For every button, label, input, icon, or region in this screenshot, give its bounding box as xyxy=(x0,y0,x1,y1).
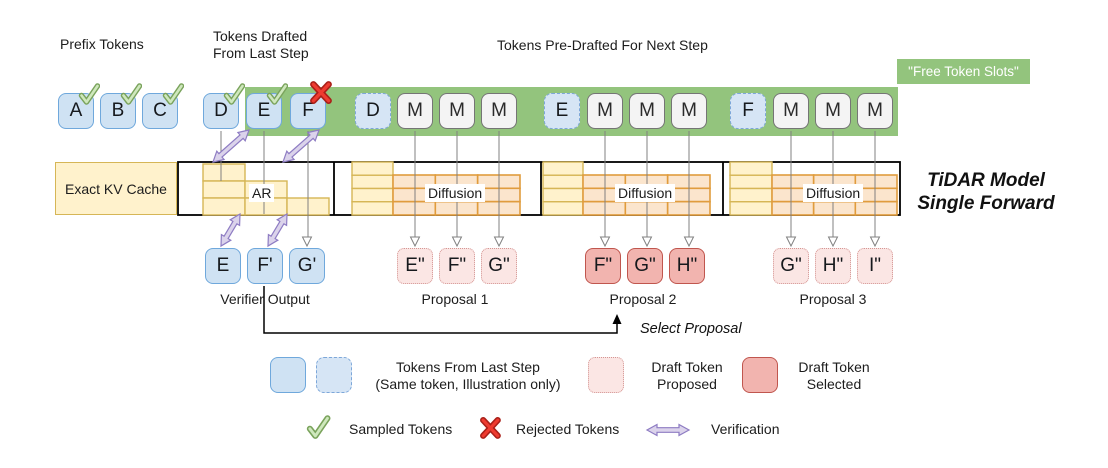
mask-token: M xyxy=(397,93,433,129)
diffusion-block-label-3: Diffusion xyxy=(803,184,864,202)
mask-token: M xyxy=(587,93,623,129)
predrafted-token-f: F xyxy=(730,93,766,129)
legend-proposed-box xyxy=(588,357,624,393)
verifier-token-g: G' xyxy=(289,248,325,284)
proposal3-token-h: H" xyxy=(815,248,851,284)
ar-block-label: AR xyxy=(249,184,275,202)
mask-token: M xyxy=(815,93,851,129)
predrafted-heading: Tokens Pre-Drafted For Next Step xyxy=(497,37,708,53)
legend-proposed-line2: Proposed xyxy=(657,376,717,392)
tokens-drafted-heading-line2: From Last Step xyxy=(213,45,309,61)
legend-last-step-text: Tokens From Last Step (Same token, Illus… xyxy=(352,359,584,393)
mask-token: M xyxy=(671,93,707,129)
legend-selected-box xyxy=(742,357,778,393)
prefix-token-a: A xyxy=(58,93,94,129)
legend-selected-line2: Selected xyxy=(806,376,862,392)
diffusion-block-label-1: Diffusion xyxy=(425,184,486,202)
mask-token: M xyxy=(773,93,809,129)
tokens-drafted-heading: Tokens Drafted From Last Step xyxy=(213,28,343,62)
legend-dashed-blue-box xyxy=(316,357,352,393)
mask-token: M xyxy=(439,93,475,129)
verifier-token-f: F' xyxy=(247,248,283,284)
proposal1-label: Proposal 1 xyxy=(421,291,489,307)
verifier-token-e: E xyxy=(205,248,241,284)
predrafted-token-e: E xyxy=(544,93,580,129)
prefix-tokens-heading: Prefix Tokens xyxy=(60,36,144,52)
model-title-line2: Single Forward xyxy=(917,193,1055,214)
drafted-token-f: F xyxy=(290,93,326,129)
tokens-drafted-heading-line1: Tokens Drafted xyxy=(213,28,308,44)
legend-last-step-line1: Tokens From Last Step xyxy=(396,359,540,375)
proposal2-token-f: F" xyxy=(585,248,621,284)
mask-token: M xyxy=(481,93,517,129)
drafted-token-d: D xyxy=(203,93,239,129)
legend-selected-text: Draft Token Selected xyxy=(779,359,889,393)
diffusion-block-label-2: Diffusion xyxy=(615,184,676,202)
proposal2-token-h: H" xyxy=(669,248,705,284)
model-title: TiDAR Model Single Forward xyxy=(905,169,1067,215)
proposal2-label: Proposal 2 xyxy=(609,291,677,307)
prefix-token-b: B xyxy=(100,93,136,129)
proposal3-token-i: I" xyxy=(857,248,893,284)
free-token-slots-label: "Free Token Slots" xyxy=(897,59,1030,84)
proposal2-token-g: G" xyxy=(627,248,663,284)
proposal1-token-f: F" xyxy=(439,248,475,284)
mask-token: M xyxy=(629,93,665,129)
legend-proposed-line1: Draft Token xyxy=(651,359,723,375)
legend-verification-text: Verification xyxy=(711,421,780,437)
check-icon xyxy=(306,415,331,440)
legend-solid-blue-box xyxy=(270,357,306,393)
select-proposal-label: Select Proposal xyxy=(640,321,742,337)
legend-proposed-text: Draft Token Proposed xyxy=(632,359,742,393)
proposal1-token-g: G" xyxy=(481,248,517,284)
proposal3-token-g: G" xyxy=(773,248,809,284)
drafted-token-e: E xyxy=(246,93,282,129)
prefix-token-c: C xyxy=(142,93,178,129)
legend-sampled-text: Sampled Tokens xyxy=(349,421,453,437)
exact-kv-cache-box: Exact KV Cache xyxy=(55,162,177,215)
model-title-line1: TiDAR Model xyxy=(927,170,1045,191)
legend-rejected-text: Rejected Tokens xyxy=(516,421,620,437)
reject-x-icon xyxy=(479,416,502,439)
predrafted-token-d: D xyxy=(355,93,391,129)
proposal1-token-e: E" xyxy=(397,248,433,284)
mask-token: M xyxy=(857,93,893,129)
legend-last-step-line2: (Same token, Illustration only) xyxy=(375,376,561,392)
legend-selected-line1: Draft Token xyxy=(798,359,870,375)
verifier-output-label: Verifier Output xyxy=(220,291,310,307)
proposal3-label: Proposal 3 xyxy=(799,291,867,307)
